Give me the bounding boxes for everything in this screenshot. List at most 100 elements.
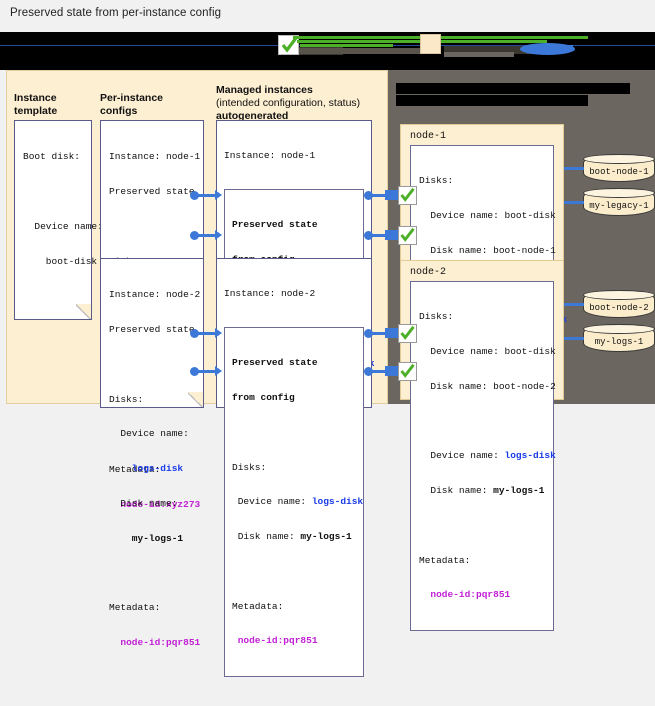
connector-node1-legacy-disk (564, 201, 584, 204)
instance-template-card: Boot disk: Device name: boot-disk (14, 120, 103, 320)
managed1-inner-header-1: Preserved state (232, 219, 318, 231)
connector-dot-managed2-metadata (364, 367, 373, 376)
node-card-node-1: node-1 Disks: Device name: boot-disk Dis… (400, 124, 567, 496)
template-device-value: boot-disk (23, 255, 98, 267)
node2-disks-label: Disks: (419, 311, 454, 323)
node2-extra-disk-value: my-logs-1 (493, 485, 545, 497)
node2-metadata-label: Metadata: (419, 554, 471, 566)
node1-disks-label: Disks: (419, 175, 454, 187)
node2-extra-device-value: logs-disk (504, 450, 556, 462)
connector-node1-boot-disk (564, 167, 584, 170)
config2-metadata-value: node-id:pqr851 (109, 637, 201, 648)
legend-green-check-icon (278, 35, 299, 55)
connector-dot-config1-metadata (190, 231, 199, 240)
connector-line-managed1-disk (371, 194, 385, 197)
connector-line-config1-disk (197, 194, 215, 197)
legend-redacted-text-2 (299, 48, 439, 54)
legend-band (0, 32, 655, 70)
connector-square-managed2-disk (385, 328, 398, 338)
config2-device-value: logs-disk (109, 463, 184, 475)
connector-line-config2-disk (197, 332, 215, 335)
node2-title: node-2 (410, 267, 447, 278)
connector-dot-managed1-metadata (364, 231, 373, 240)
per-instance-config-card-node-2: Instance: node-2 Preserved state Disks: … (100, 258, 204, 648)
config2-disk-label: Disk name: (109, 497, 178, 509)
managed-instance-card-node-2: Instance: node-2 Preserved state from co… (216, 258, 372, 678)
legend-cream-square-icon (420, 34, 441, 54)
disk-label: boot-node-1 (589, 166, 649, 177)
status-check-badge-node2-disk (398, 324, 417, 343)
legend-blue-tail-icon (548, 45, 573, 51)
disk-cylinder-my-legacy-1: my-legacy-1 (583, 188, 655, 216)
node1-boot-disk: Disk name: boot-node-1 (419, 244, 556, 256)
config2-disks-label: Disks: (109, 393, 144, 405)
node2-extra-device-label: Device name: (419, 450, 505, 462)
page-fold-corner-icon (76, 304, 92, 320)
connector-line-managed2-metadata (371, 370, 385, 373)
connector-node2-logs-disk (564, 337, 584, 340)
connector-line-managed1-metadata (371, 234, 385, 237)
managed2-metadata-value: node-id:pqr851 (232, 635, 318, 647)
disk-cylinder-boot-node-1: boot-node-1 (583, 154, 655, 182)
managed2-disks-label: Disks: (232, 461, 267, 473)
legend-redacted-text-3 (444, 46, 542, 54)
connector-dot-managed2-disk (364, 329, 373, 338)
status-check-badge-node1-disk (398, 186, 417, 205)
connector-line-config1-metadata (197, 234, 215, 237)
connector-arrow-config1-metadata (215, 230, 222, 240)
connector-arrow-config1-disk (215, 190, 222, 200)
connector-arrow-config2-metadata (215, 366, 222, 376)
status-check-badge-node1-metadata (398, 226, 417, 245)
column-header-managed-instances: Managed instances (intended configuratio… (216, 84, 361, 122)
template-spacer (23, 186, 83, 198)
connector-dot-managed1-disk (364, 191, 373, 200)
connector-square-managed1-disk (385, 190, 398, 200)
config2-device-label: Device name: (109, 428, 189, 440)
template-line-1: Boot disk: (23, 151, 81, 163)
managed2-inner-header-1: Preserved state (232, 357, 318, 369)
node-card-node-2: node-2 Disks: Device name: boot-disk Dis… (400, 260, 564, 632)
disk-cylinder-my-logs-1: my-logs-1 (583, 324, 655, 352)
managed2-preserved-state-box: Preserved state from config Disks: Devic… (224, 326, 364, 678)
page-title: Preserved state from per-instance config (10, 7, 222, 19)
connector-dot-config2-metadata (190, 367, 199, 376)
dark-panel-header-redacted-1 (396, 83, 630, 94)
node1-title: node-1 (410, 131, 447, 142)
managed2-device-label: Device name: (232, 496, 312, 508)
connector-square-managed2-metadata (385, 366, 398, 376)
disk-label: my-logs-1 (594, 336, 644, 347)
dark-panel-header-redacted-2 (396, 95, 588, 106)
disk-cylinder-boot-node-2: boot-node-2 (583, 290, 655, 318)
config2-header-2: Preserved state (109, 323, 195, 335)
template-device-label: Device name: (23, 220, 103, 232)
column-header-per-instance-configs: Per-instance configs (100, 92, 164, 117)
managed2-metadata-label: Metadata: (232, 600, 284, 612)
connector-line-config2-metadata (197, 370, 215, 373)
node2-extra-disk-label: Disk name: (419, 485, 494, 497)
config1-header-2: Preserved state (109, 185, 195, 197)
legend-green-bar-3 (300, 44, 393, 47)
managed2-inner-header-2: from config (232, 391, 295, 403)
config2-disk-value: my-logs-1 (109, 532, 184, 544)
disk-label: my-legacy-1 (589, 200, 649, 211)
page-fold-corner-icon (188, 392, 204, 408)
node1-boot-device: Device name: boot-disk (419, 209, 556, 221)
managed2-disk-value: my-logs-1 (300, 531, 352, 543)
config2-metadata-label: Metadata: (109, 602, 161, 614)
node2-boot-device: Device name: boot-disk (419, 345, 556, 357)
connector-square-managed1-metadata (385, 230, 398, 240)
managed2-title: Instance: node-2 (224, 288, 316, 300)
node2-metadata-value: node-id:pqr851 (419, 589, 511, 601)
managed2-disk-label: Disk name: (232, 531, 301, 543)
legend-redacted-text-4 (444, 52, 514, 57)
status-check-badge-node2-metadata (398, 362, 417, 381)
disk-label: boot-node-2 (589, 302, 649, 313)
connector-dot-config2-disk (190, 329, 199, 338)
column-header-instance-template: Instance template (14, 92, 58, 117)
connector-line-managed2-disk (371, 332, 385, 335)
config1-header-1: Instance: node-1 (109, 151, 201, 163)
managed2-device-value: logs-disk (311, 496, 364, 508)
config2-header-1: Instance: node-2 (109, 289, 201, 301)
connector-node2-boot-disk (564, 303, 584, 306)
connector-dot-config1-disk (190, 191, 199, 200)
